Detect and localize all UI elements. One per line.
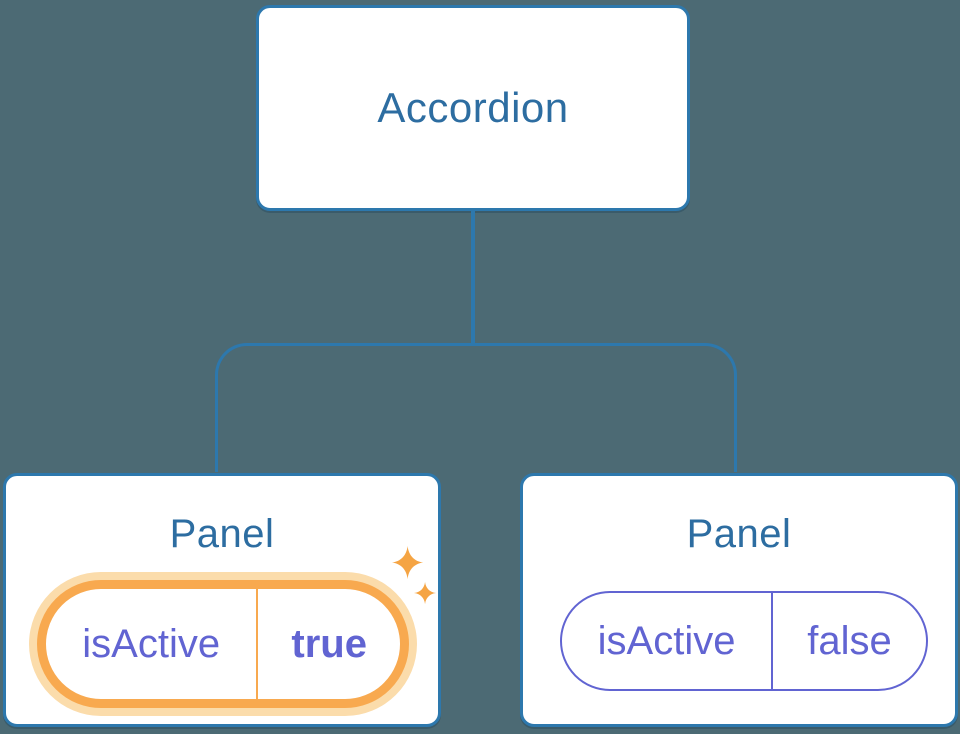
sparkles-icon <box>392 546 437 605</box>
accordion-node-label: Accordion <box>377 84 569 131</box>
state-key-label: isActive <box>562 593 774 689</box>
tree-connector-branches <box>215 343 737 472</box>
state-value-label: true <box>291 621 367 666</box>
state-value-label: false <box>807 618 892 663</box>
tree-connector-stem <box>471 211 475 346</box>
panel-title: Panel <box>686 512 792 556</box>
state-pill-inactive: isActive false <box>560 591 928 691</box>
state-key-label: isActive <box>46 589 259 699</box>
state-pill-active: isActive true <box>37 580 409 708</box>
panel-node-inactive: Panel isActive false <box>520 473 958 727</box>
accordion-node: Accordion <box>256 5 690 211</box>
panel-title: Panel <box>169 512 275 556</box>
panel-node-active: Panel isActive true <box>3 473 441 727</box>
